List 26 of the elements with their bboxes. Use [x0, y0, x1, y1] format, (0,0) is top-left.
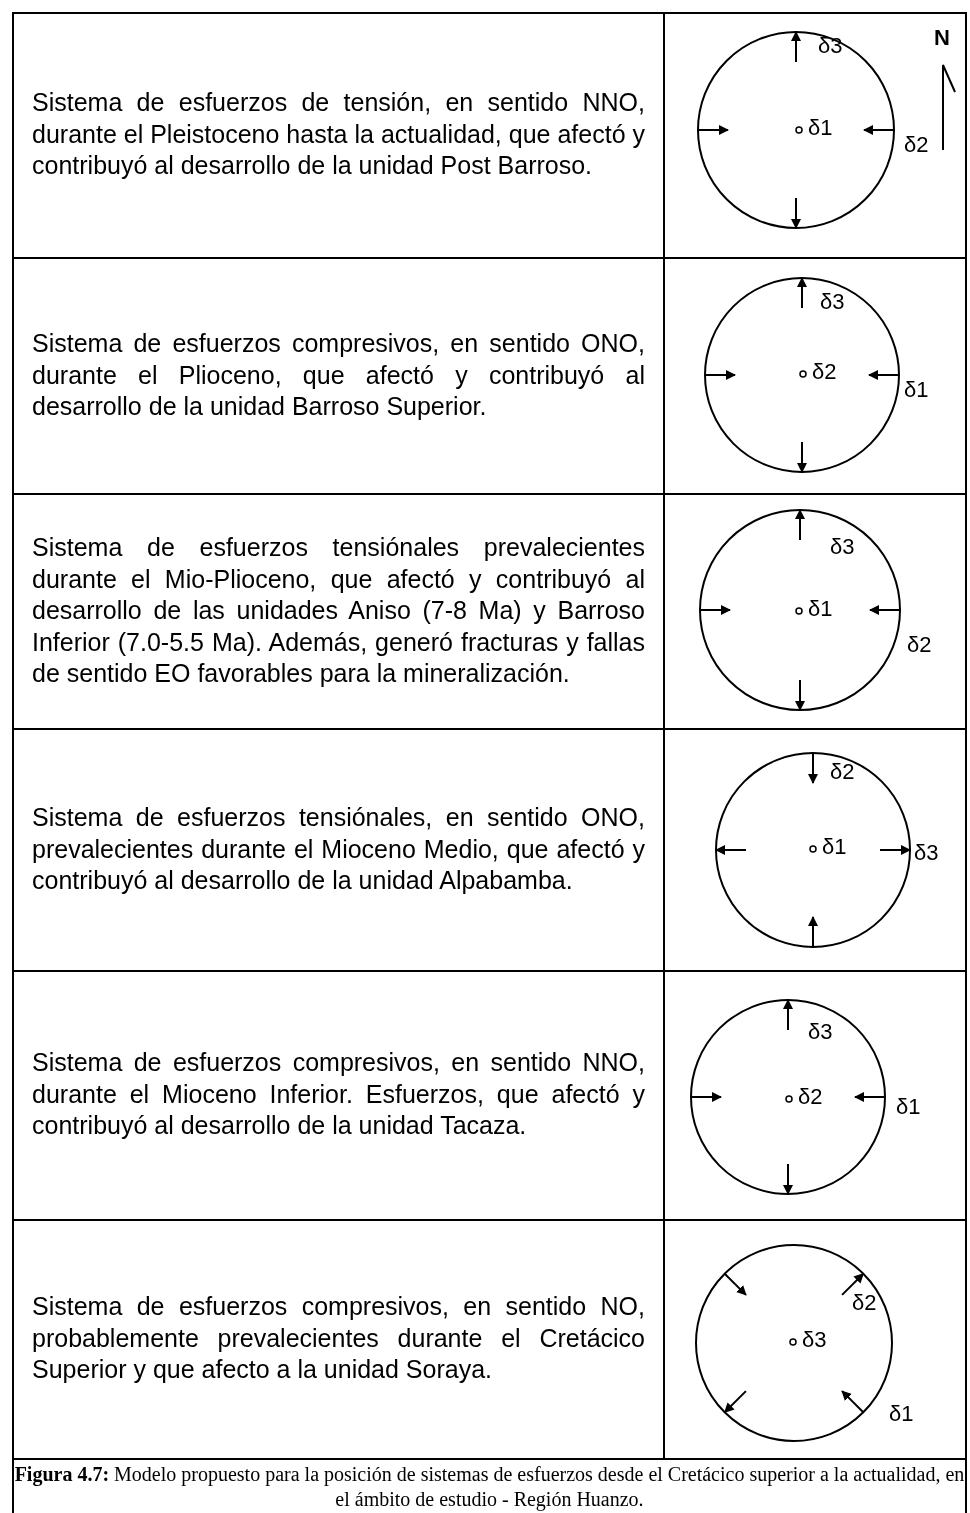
stress-axis-label: δ2: [852, 1291, 877, 1315]
figure-caption: Figura 4.7: Modelo propuesto para la posición de sistemas de esfuerzos desde el Cretácico superior a la actualidad, en el ámbito de estudio - Región Huanzo.: [14, 1462, 965, 1512]
description-text: Sistema de esfuerzos compresivos, en sentido ONO, durante el Plioceno, que afectó y contribuyó al desarrollo de la unidad Barroso Superior.: [32, 328, 645, 422]
stress-axis-label: δ2: [907, 633, 932, 657]
stress-axis-label: δ2: [798, 1085, 823, 1109]
stress-axis-label: δ1: [808, 116, 833, 140]
stress-axis-label: δ3: [802, 1328, 827, 1352]
description-text: Sistema de esfuerzos compresivos, en sentido NO, probablemente prevalecientes durante el Cretácico Superior y que afecto a la unidad Soraya.: [32, 1291, 645, 1385]
stress-axis-label: δ1: [904, 378, 929, 402]
stress-axis-label: δ1: [896, 1095, 921, 1119]
stress-axis-label: δ2: [830, 760, 855, 784]
description-text: Sistema de esfuerzos tensiónales, en sentido ONO, prevalecientes durante el Mioceno Medio, que afectó y contribuyó al desarrollo de la unidad Alpabamba.: [32, 802, 645, 896]
stress-axis-label: δ3: [830, 535, 855, 559]
stress-axis-label: δ3: [914, 841, 939, 865]
description-text: Sistema de esfuerzos tensiónales prevalecientes durante el Mio-Plioceno, que afectó y contribuyó al desarrollo de las unidades Aniso (7-8 Ma) y Barroso Inferior (7.0-5.5 Ma). Además, generó fracturas y fallas de sentido EO favorables para la mineralización.: [32, 532, 645, 689]
north-label: N: [934, 26, 950, 50]
stress-axis-label: δ3: [808, 1020, 833, 1044]
stress-axis-label: δ1: [822, 835, 847, 859]
stress-axis-label: δ1: [808, 597, 833, 621]
stress-axis-label: δ3: [818, 34, 843, 58]
stress-axis-label: δ2: [812, 360, 837, 384]
description-text: Sistema de esfuerzos compresivos, en sentido NNO, durante el Mioceno Inferior. Esfuerzos, que afectó y contribuyó al desarrollo de la unidad Tacaza.: [32, 1047, 645, 1141]
stress-axis-label: δ2: [904, 133, 929, 157]
stress-axis-label: δ1: [889, 1402, 914, 1426]
description-text: Sistema de esfuerzos de tensión, en sentido NNO, durante el Pleistoceno hasta la actualidad, que afectó y contribuyó al desarrollo de la unidad Post Barroso.: [32, 87, 645, 181]
stress-axis-label: δ3: [820, 290, 845, 314]
